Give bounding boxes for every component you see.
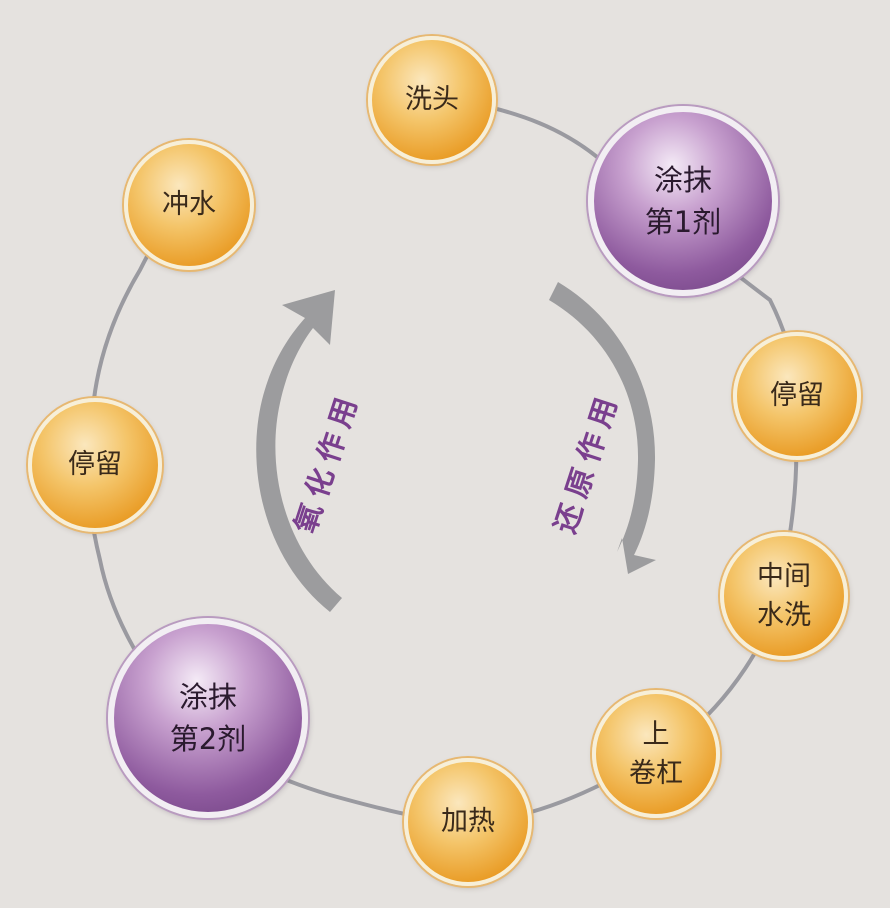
step-wait-2: 停留 — [28, 398, 162, 532]
step-label: 涂抹 第1剂 — [644, 162, 722, 239]
step-heat: 加热 — [404, 758, 532, 886]
oxidation-arrow — [256, 290, 342, 612]
step-label: 涂抹 第2剂 — [169, 679, 247, 756]
step-apply-agent-2: 涂抹 第2剂 — [108, 618, 308, 818]
step-roll-curlers: 上 卷杠 — [592, 690, 720, 818]
step-mid-rinse: 中间 水洗 — [720, 532, 848, 660]
reduction-arrow — [549, 282, 656, 574]
step-label: 冲水 — [162, 189, 216, 221]
step-label: 停留 — [68, 449, 122, 481]
step-rinse: 冲水 — [124, 140, 254, 270]
step-label: 洗头 — [405, 84, 459, 116]
step-label: 上 卷杠 — [629, 718, 683, 789]
step-label: 加热 — [441, 806, 495, 838]
step-label: 中间 水洗 — [757, 560, 811, 631]
step-label: 停留 — [770, 380, 824, 412]
step-wait-1: 停留 — [733, 332, 861, 460]
step-wash-hair: 洗头 — [368, 36, 496, 164]
step-apply-agent-1: 涂抹 第1剂 — [588, 106, 778, 296]
